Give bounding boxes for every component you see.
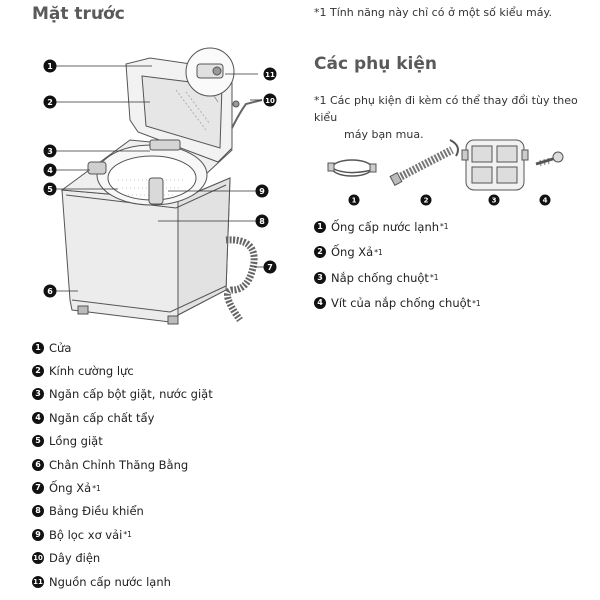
list-item: 4 Ngăn cấp chất tẩy [32,406,213,429]
part-label: Cửa [49,340,72,355]
leveling-foot-right [167,315,179,325]
leveling-foot-left [77,305,89,315]
callout-leveling-foot: 6 [47,287,53,296]
list-item: 3 Ngăn cấp bột giặt, nước giặt [32,383,213,406]
power-cord [231,99,263,129]
accessory-label: Vít của nắp chống chuột [331,296,472,311]
part-number: 9 [32,528,44,541]
detergent-dispenser [149,139,181,151]
footnote-marker: *1 [440,222,449,232]
callout-detergent-dispenser: 3 [47,147,53,156]
drain-hose-accessory-illustration [389,139,459,186]
callout-drain-hose: 7 [267,263,273,272]
list-item: 11 Nguồn cấp nước lạnh [32,570,213,593]
accessory-callout-2: 2 [424,197,429,205]
callout-lint-filter: 9 [259,187,265,196]
accessory-label: Nắp chống chuột [331,270,429,285]
list-item: 9 Bộ lọc xơ vải*1 [32,523,213,546]
part-label: Bảng Điều khiển [49,504,144,519]
accessory-callout-3: 3 [492,197,497,205]
part-number: 5 [32,435,44,448]
list-item: 10 Dây điện [32,547,213,570]
footnote-marker: *1 [374,247,383,257]
part-number: 11 [32,575,44,588]
part-number: 2 [32,365,44,378]
list-item: 1 Ống cấp nước lạnh*1 [314,214,481,240]
list-item: 4 Vít của nắp chống chuột*1 [314,291,481,317]
part-label: Lồng giặt [49,434,103,449]
part-label: Ngăn cấp bột giặt, nước giặt [49,387,213,402]
rat-cover-illustration [461,139,529,191]
part-number: 7 [32,482,44,495]
list-item: 8 Bảng Điều khiển [32,500,213,523]
accessory-number: 2 [314,246,326,259]
part-label: Ngăn cấp chất tẩy [49,410,155,425]
accessory-number: 1 [314,220,326,233]
part-number: 3 [32,388,44,401]
bleach-dispenser [87,161,107,175]
accessories-note: *1 Các phụ kiện đi kèm có thể thay đổi t… [314,92,584,143]
list-item: 5 Lồng giặt [32,430,213,453]
cabinet-front-bevel [65,184,227,209]
footnote-marker: *1 [429,273,439,283]
callout-power-cord: 10 [265,97,275,105]
accessory-label: Ống Xả [331,245,374,260]
footnote-marker: *1 [472,298,481,308]
accessories-title: Các phụ kiện [314,54,438,74]
callout-tempered-glass: 2 [47,98,53,107]
part-label: Ống Xả [49,481,92,496]
part-label: Dây điện [49,551,101,566]
accessories-note-line1: *1 Các phụ kiện đi kèm có thể thay đổi t… [314,94,578,124]
model-availability-note: *1 Tính năng này chỉ có ở một số kiểu má… [314,6,552,19]
screw-illustration [535,151,564,167]
accessory-label: Ống cấp nước lạnh [331,219,440,234]
accessory-number: 4 [314,297,326,310]
part-number: 4 [32,411,44,424]
cold-water-hose-illustration [327,159,377,177]
part-label: Chân Chỉnh Thăng Bằng [49,457,189,472]
drain-hose [224,236,258,323]
callout-control-panel: 8 [259,217,265,226]
callout-cold-water-inlet: 11 [265,71,275,79]
front-view-title: Mặt trước [32,4,125,24]
part-label: Kính cường lực [49,364,134,379]
cabinet-bottom-trim [71,285,227,313]
part-number: 1 [32,341,44,354]
list-item: 2 Kính cường lực [32,359,213,382]
callout-door: 1 [47,62,53,71]
list-item: 7 Ống Xả*1 [32,476,213,499]
accessory-number: 3 [314,271,326,284]
accessories-note-line2: máy bạn mua. [344,128,424,141]
list-item: 2 Ống Xả*1 [314,240,481,266]
list-item: 3 Nắp chống chuột*1 [314,265,481,291]
lint-filter [148,177,164,205]
list-item: 6 Chân Chỉnh Thăng Bằng [32,453,213,476]
accessory-callout-4: 4 [543,197,548,205]
callout-bleach-dispenser: 4 [47,166,53,175]
part-number: 8 [32,505,44,518]
footnote-marker: *1 [123,530,132,540]
part-label: Nguồn cấp nước lạnh [49,574,171,589]
part-number: 10 [32,552,44,565]
part-label: Bộ lọc xơ vải [49,527,123,542]
list-item: 1 Cửa [32,336,213,359]
part-number: 6 [32,458,44,471]
footnote-marker: *1 [92,483,101,493]
callout-wash-drum: 5 [47,185,53,194]
parts-list: 1 Cửa 2 Kính cường lực 3 Ngăn cấp bột giặt,… [32,336,213,593]
accessory-callout-1: 1 [352,197,357,205]
